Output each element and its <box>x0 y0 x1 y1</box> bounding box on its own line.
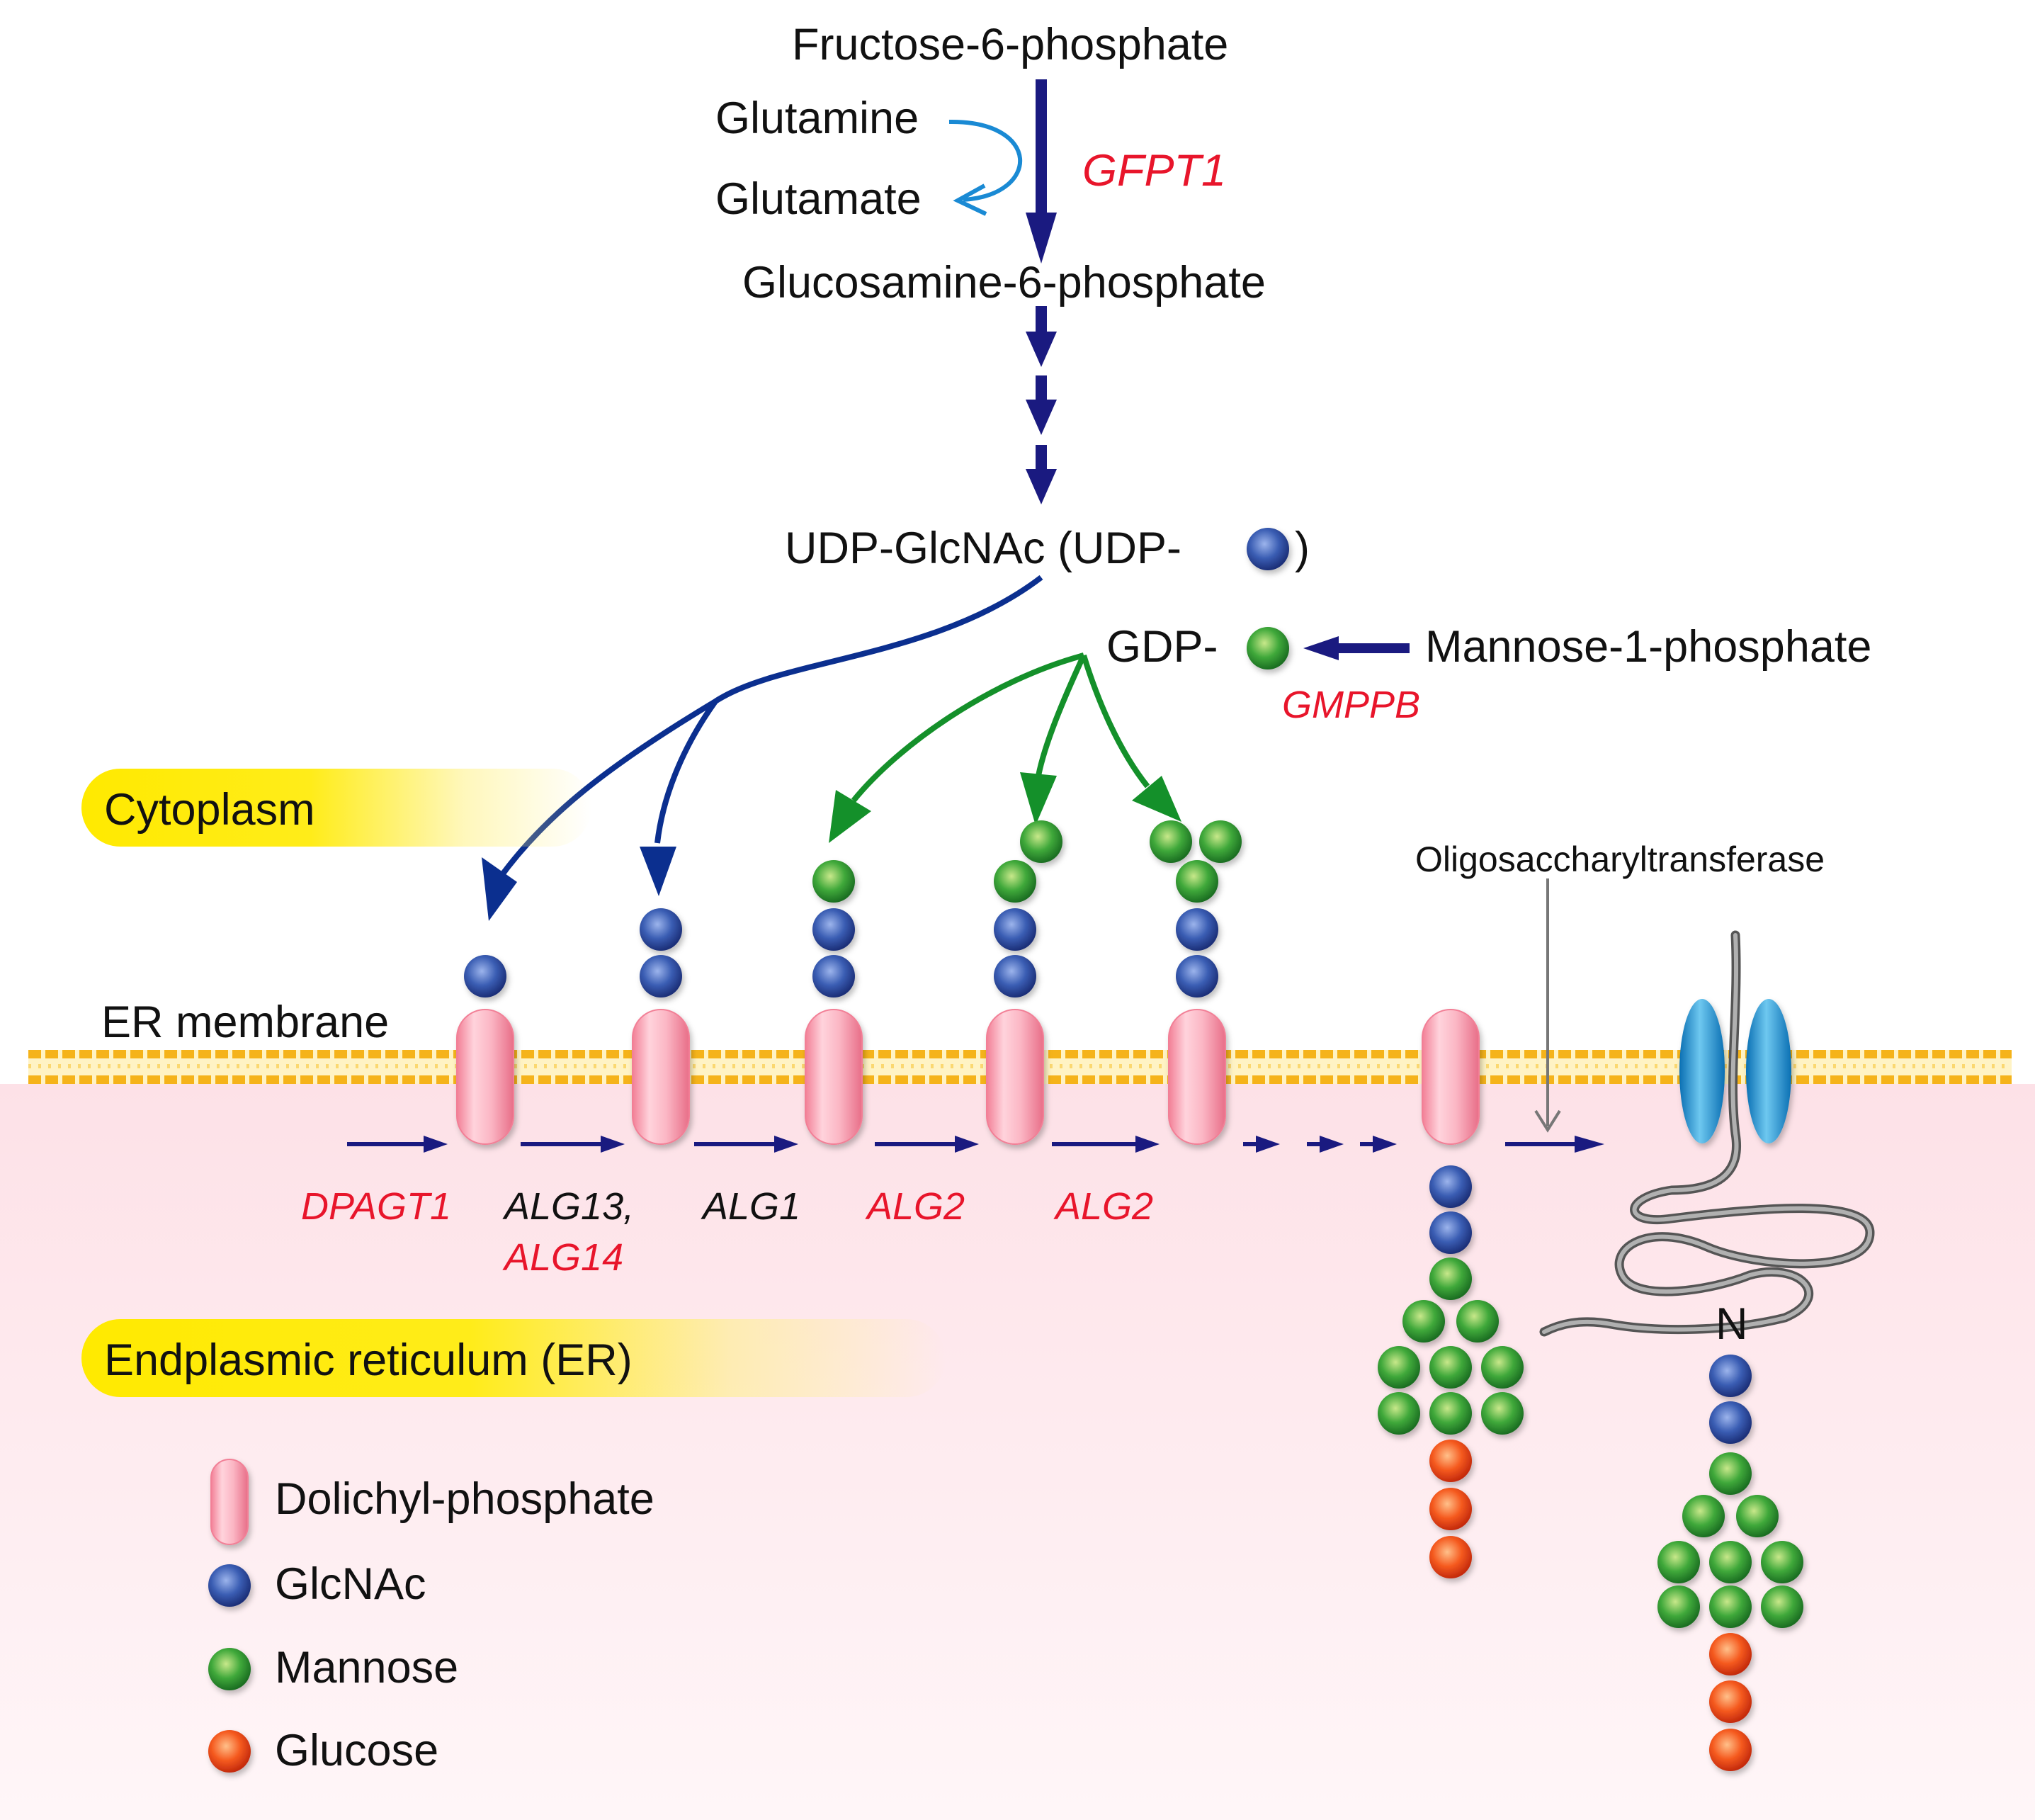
alg14-label: ALG14 <box>504 1236 624 1279</box>
dolichyl-phosphate-3 <box>805 1009 863 1145</box>
dolichyl-phosphate-5 <box>1168 1009 1226 1145</box>
glutamine-label: Glutamine <box>715 94 919 143</box>
glcnac-bead <box>1176 908 1218 951</box>
protein-n-glycan <box>1657 1355 1803 1771</box>
fructose-6-phosphate-label: Fructose-6-phosphate <box>792 20 1229 69</box>
translocon-channel <box>1679 999 1791 1143</box>
mannose-bead <box>1150 820 1192 863</box>
mannose-bead <box>1020 820 1062 863</box>
arrowhead <box>1026 213 1057 264</box>
step-arrowheads <box>424 1136 1604 1153</box>
glcnac-bead <box>994 955 1036 997</box>
er-membrane-label: ER membrane <box>101 997 390 1047</box>
udp-glcnac-close-paren: ) <box>1295 524 1310 573</box>
gdp-label: GDP- <box>1106 622 1218 672</box>
gfpt1-label: GFPT1 <box>1082 146 1227 196</box>
dolichyl-phosphate-row <box>456 1009 1480 1145</box>
n-terminal-label: N <box>1716 1299 1748 1349</box>
dolichyl-phosphate-6 <box>1422 1009 1480 1145</box>
alg1-label: ALG1 <box>703 1185 801 1228</box>
mannose-legend-icon <box>208 1648 251 1690</box>
er-badge: Endplasmic reticulum (ER) <box>81 1319 946 1397</box>
main-pathway-arrows <box>1026 79 1057 504</box>
mannose-bead <box>1176 860 1218 903</box>
mannose-1-phosphate-label: Mannose-1-phosphate <box>1425 622 1872 672</box>
mannose-transfer-arrows <box>851 652 1150 803</box>
glucosamine-6-phosphate-label: Glucosamine-6-phosphate <box>742 258 1266 307</box>
glcnac-bead <box>640 955 682 997</box>
er-lumen <box>0 1084 2035 1820</box>
glcnac-bead <box>1176 955 1218 997</box>
glutamate-label: Glutamate <box>715 174 922 224</box>
dolichyl-phosphate-2 <box>632 1009 690 1145</box>
sugar-stacks-cytoplasm <box>464 820 1242 997</box>
oligosaccharyltransferase-label: Oligosaccharyltransferase <box>1415 840 1825 879</box>
legend-glucose-label: Glucose <box>275 1726 439 1775</box>
dolichyl-phosphate-1 <box>456 1009 514 1145</box>
cytoplasm-label: Cytoplasm <box>104 785 315 835</box>
cytoplasm-badge: Cytoplasm <box>81 769 591 847</box>
legend-icons <box>208 1459 251 1773</box>
udp-glcnac-bead-icon <box>1247 528 1289 570</box>
legend-dolichyl-label: Dolichyl-phosphate <box>275 1474 654 1524</box>
glutamine-glutamate-arrow <box>948 119 1023 202</box>
legend-glcnac-label: GlcNAc <box>275 1559 426 1609</box>
glcnac-bead <box>812 955 855 997</box>
glcnac-bead <box>994 908 1036 951</box>
glcnac-legend-icon <box>208 1564 251 1607</box>
alg2-label-first: ALG2 <box>867 1185 965 1228</box>
glcnac-bead <box>812 908 855 951</box>
dolichyl-phosphate-4 <box>986 1009 1044 1145</box>
alg2-label-second: ALG2 <box>1055 1185 1154 1228</box>
udp-glcnac-label: UDP-GlcNAc (UDP- <box>785 524 1181 573</box>
mannose-bead <box>1199 820 1242 863</box>
dolichyl-legend-icon <box>210 1459 249 1545</box>
gdp-mannose-bead-icon <box>1247 627 1289 669</box>
mannose-bead <box>812 860 855 903</box>
lipid-linked-oligosaccharide <box>1378 1165 1524 1578</box>
mannose-bead <box>994 860 1036 903</box>
dpagt1-label: DPAGT1 <box>301 1185 452 1228</box>
glucose-legend-icon <box>208 1730 251 1773</box>
gmppb-label: GMPPB <box>1282 684 1421 726</box>
alg13-label: ALG13, <box>504 1185 635 1228</box>
er-label: Endplasmic reticulum (ER) <box>104 1335 633 1385</box>
glcnac-bead <box>464 955 506 997</box>
glcnac-bead <box>640 908 682 951</box>
legend-mannose-label: Mannose <box>275 1643 459 1692</box>
